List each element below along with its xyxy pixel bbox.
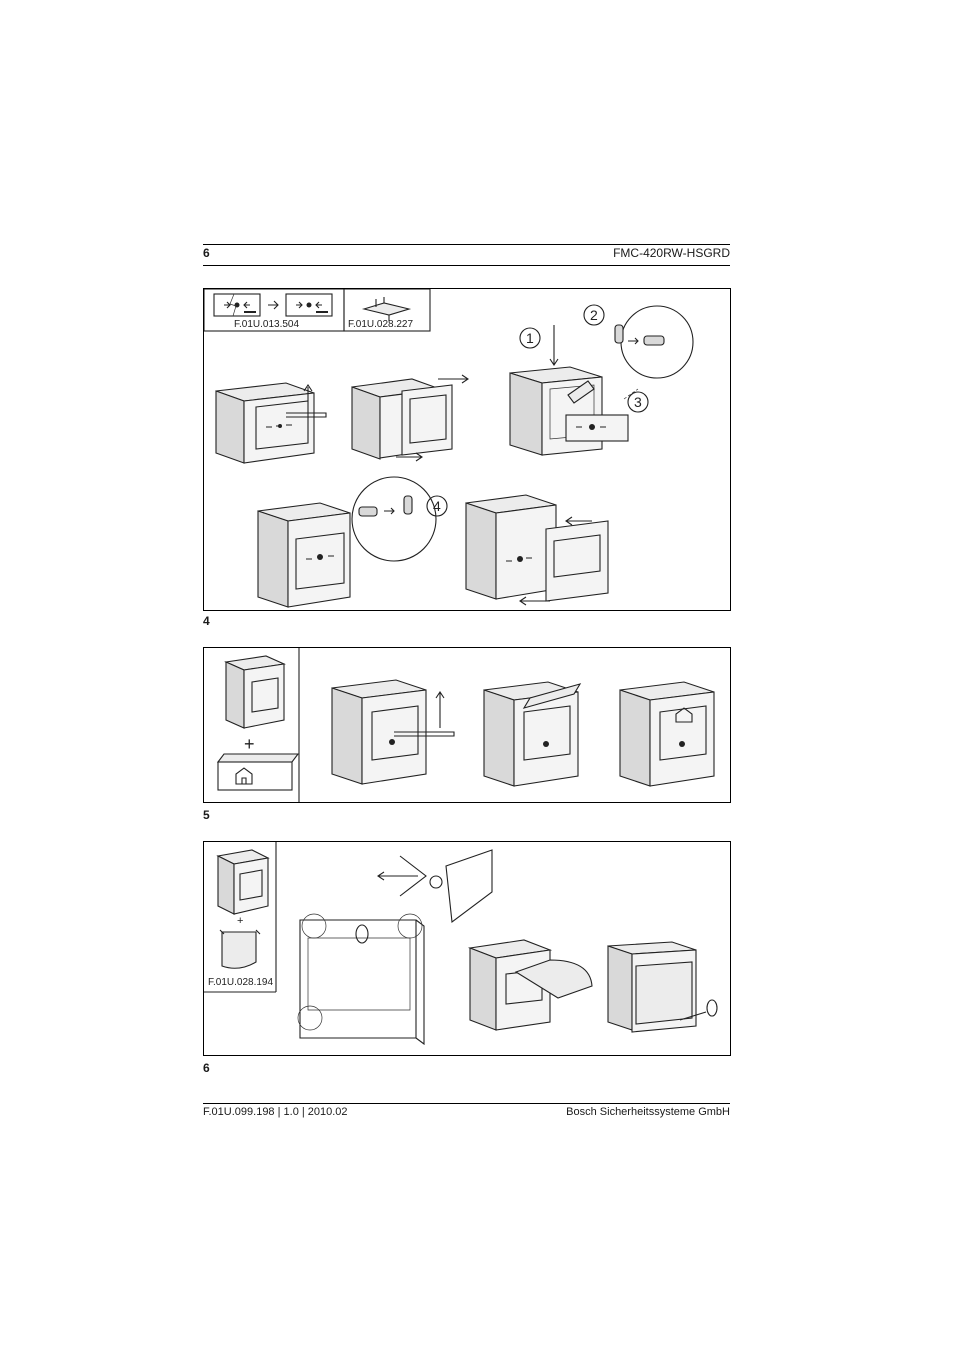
figure-6-panel: + F.01U.028.194 — [203, 841, 731, 1056]
step-e-device — [465, 494, 609, 606]
page-number: 6 — [203, 246, 210, 260]
figure-5-panel: + — [203, 647, 731, 803]
part-label-013-504: F.01U.013.504 — [234, 319, 299, 330]
detail-magnifier-2 — [351, 476, 437, 562]
step-c-device — [509, 325, 629, 456]
step-d-device — [257, 502, 351, 608]
fig6-device-1 — [467, 939, 593, 1031]
back-plate — [297, 913, 425, 1046]
callout-circle-2 — [583, 304, 605, 326]
home-icon — [235, 767, 253, 785]
figure-4-panel: F.01U.013.504 F.01U.028.227 — [203, 288, 731, 611]
callout-4: 4 — [433, 498, 441, 514]
document-title: FMC-420RW-HSGRD — [613, 246, 730, 260]
plus-sign-fig6: + — [237, 915, 243, 927]
figure-6-illustration: + F.01U.028.194 — [204, 842, 718, 1046]
plus-sign-fig5: + — [244, 734, 255, 754]
fig5-step-3 — [619, 681, 715, 787]
fig5-step-2 — [483, 681, 582, 787]
glass-element-icon — [213, 293, 333, 317]
figure-5-number: 5 — [203, 808, 210, 822]
callout-circle-1 — [519, 327, 541, 349]
small-device-icon — [224, 655, 286, 729]
footer-company: Bosch Sicherheitssysteme GmbH — [566, 1106, 730, 1118]
figure-4-illustration: F.01U.013.504 F.01U.028.227 — [203, 288, 694, 608]
figure-4-number: 4 — [203, 614, 210, 628]
removal-clip-detail — [377, 849, 493, 924]
part-label-028-194: F.01U.028.194 — [208, 977, 273, 988]
callout-2: 2 — [590, 307, 598, 323]
home-label-sheet — [216, 753, 300, 791]
header-rule-top — [203, 244, 730, 245]
step-a-device — [215, 382, 327, 464]
figure-5-illustration: + — [216, 648, 715, 802]
protective-cover-part — [219, 929, 261, 969]
callout-circle-4 — [426, 495, 448, 517]
header-rule-bottom — [203, 265, 730, 266]
footer-rule — [203, 1103, 730, 1104]
part-box-028-227 — [343, 288, 431, 332]
part-label-028-227: F.01U.028.227 — [348, 319, 413, 330]
small-device-icon-fig6 — [216, 849, 270, 915]
fig6-device-2 — [607, 941, 718, 1033]
callout-1: 1 — [526, 330, 534, 346]
step-b-device — [351, 374, 469, 462]
callout-circle-3 — [627, 391, 649, 413]
fig5-step-1 — [331, 679, 455, 785]
test-key-icon — [361, 297, 412, 321]
figure-6-number: 6 — [203, 1061, 210, 1075]
footer-document-info: F.01U.099.198 | 1.0 | 2010.02 — [203, 1106, 348, 1118]
callout-3: 3 — [634, 394, 642, 410]
